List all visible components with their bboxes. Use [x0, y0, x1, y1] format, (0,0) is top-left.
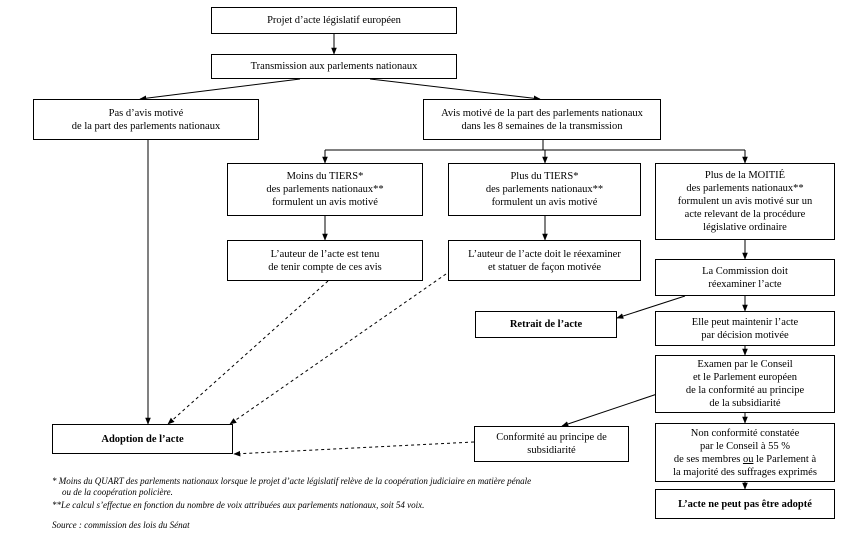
box-commission: La Commission doit réexaminer l’acte	[655, 259, 835, 296]
box-non-conformite-line-2: par le Conseil à 55 %	[699, 440, 791, 452]
box-adoption-line-1: Adoption de l’acte	[101, 433, 184, 445]
box-non-conformite-line-3b: le Parlement à	[753, 453, 817, 465]
box-plus-moitie-line-2: des parlements nationaux**	[686, 183, 804, 194]
box-projet-line-1: Projet d’acte législatif européen	[267, 15, 401, 26]
box-plus-moitie: Plus de la MOITIÉ des parlements nationa…	[655, 163, 835, 240]
box-avis-motive: Avis motivé de la part des parlements na…	[423, 99, 661, 140]
box-conformite-line-1: Conformité au principe de	[496, 432, 607, 443]
arrow-transmission-pas-avis	[139, 78, 301, 101]
box-pas-avis-line-1: Pas d’avis motivé	[108, 107, 184, 119]
box-auteur-compte-line-2: de tenir compte de ces avis	[268, 261, 382, 273]
box-transmission-line-1: Transmission aux parlements nationaux	[250, 61, 418, 72]
box-non-conformite-line-3a: de ses membres	[673, 453, 743, 465]
box-examen-line-3: de la conformité au principe	[685, 385, 805, 396]
arrow-examen-conformite	[561, 388, 673, 427]
box-non-conformite-line-4: la majorité des suffrages exprimés	[673, 466, 817, 478]
box-auteur-reexaminer: L’auteur de l’acte doit le réexaminer et…	[448, 240, 641, 281]
box-auteur-reexaminer-line-2: et statuer de façon motivée	[487, 261, 602, 273]
box-moins-tiers: Moins du TIERS* des parlements nationaux…	[227, 163, 423, 216]
box-auteur-compte: L’auteur de l’acte est tenu de tenir com…	[227, 240, 423, 281]
box-examen: Examen par le Conseil et le Parlement eu…	[655, 355, 835, 413]
box-auteur-reexaminer-line-1: L’auteur de l’acte doit le réexaminer	[468, 248, 621, 260]
footnote-1: * Moins du QUART des parlements nationau…	[52, 476, 622, 498]
box-conformite: Conformité au principe de subsidiarité	[474, 426, 629, 462]
box-plus-moitie-line-5: législative ordinaire	[703, 222, 787, 233]
source-note-text: Source : commission des lois du Sénat	[52, 520, 190, 530]
box-plus-tiers-line-3: formulent un avis motivé	[491, 197, 598, 208]
box-retrait: Retrait de l’acte	[475, 311, 617, 338]
box-examen-line-4: de la subsidiarité	[709, 398, 781, 409]
box-non-adopte-line-1: L’acte ne peut pas être adopté	[678, 498, 812, 510]
box-non-conformite: Non conformité constatée par le Conseil …	[655, 423, 835, 482]
footnote-1-line-1: * Moins du QUART des parlements nationau…	[52, 476, 532, 486]
box-avis-motive-line-1: Avis motivé de la part des parlements na…	[441, 107, 643, 119]
box-moins-tiers-line-2: des parlements nationaux**	[266, 184, 384, 195]
box-plus-tiers-line-1: Plus du TIERS*	[510, 171, 579, 182]
box-projet: Projet d’acte législatif européen	[211, 7, 457, 34]
footnote-2-text: **Le calcul s’effectue en fonction du no…	[52, 500, 425, 510]
source-note: Source : commission des lois du Sénat	[52, 520, 352, 531]
box-maintenir-line-2: par décision motivée	[701, 329, 789, 341]
box-plus-moitie-line-3: formulent un avis motivé sur un	[677, 196, 813, 207]
box-commission-line-2: réexaminer l’acte	[708, 278, 782, 290]
box-non-conformite-line-1: Non conformité constatée	[690, 427, 800, 439]
box-non-adopte: L’acte ne peut pas être adopté	[655, 489, 835, 519]
footnote-1-line-2: ou de la coopération policière.	[62, 487, 173, 497]
box-moins-tiers-line-3: formulent un avis motivé	[272, 197, 378, 208]
arrow-transmission-avis	[369, 78, 541, 102]
box-pas-avis-line-2: de la part des parlements nationaux	[71, 120, 221, 132]
box-maintenir-line-1: Elle peut maintenir l’acte	[691, 316, 799, 328]
box-pas-avis: Pas d’avis motivé de la part des parleme…	[33, 99, 259, 140]
dashed-arrow-reexaminer-adoption	[229, 273, 447, 425]
box-examen-line-1: Examen par le Conseil	[697, 359, 793, 370]
box-plus-moitie-line-1: Plus de la MOITIÉ	[704, 170, 786, 181]
dashed-arrow-conformite-adoption	[233, 441, 475, 457]
box-maintenir: Elle peut maintenir l’acte par décision …	[655, 311, 835, 346]
box-retrait-line-1: Retrait de l’acte	[509, 319, 583, 330]
box-non-conformite-line-3: de ses membres ou le Parlement à	[674, 453, 816, 466]
footnote-2: **Le calcul s’effectue en fonction du no…	[52, 500, 622, 511]
box-plus-moitie-line-4: acte relevant de la procédure	[684, 209, 806, 220]
box-examen-line-2: et le Parlement européen	[692, 372, 798, 383]
box-moins-tiers-line-1: Moins du TIERS*	[286, 171, 364, 182]
dashed-arrow-auteur-adoption	[167, 280, 329, 425]
box-commission-line-1: La Commission doit	[702, 265, 788, 277]
box-non-conformite-ou: ou	[742, 453, 754, 465]
box-transmission: Transmission aux parlements nationaux	[211, 54, 457, 79]
box-avis-motive-line-2: dans les 8 semaines de la transmission	[461, 120, 623, 132]
box-plus-tiers: Plus du TIERS* des parlements nationaux*…	[448, 163, 641, 216]
box-auteur-compte-line-1: L’auteur de l’acte est tenu	[270, 248, 380, 260]
arrow-commission-retrait	[616, 295, 686, 319]
box-conformite-line-2: subsidiarité	[527, 445, 576, 456]
box-adoption: Adoption de l’acte	[52, 424, 233, 454]
box-plus-tiers-line-2: des parlements nationaux**	[485, 184, 604, 195]
